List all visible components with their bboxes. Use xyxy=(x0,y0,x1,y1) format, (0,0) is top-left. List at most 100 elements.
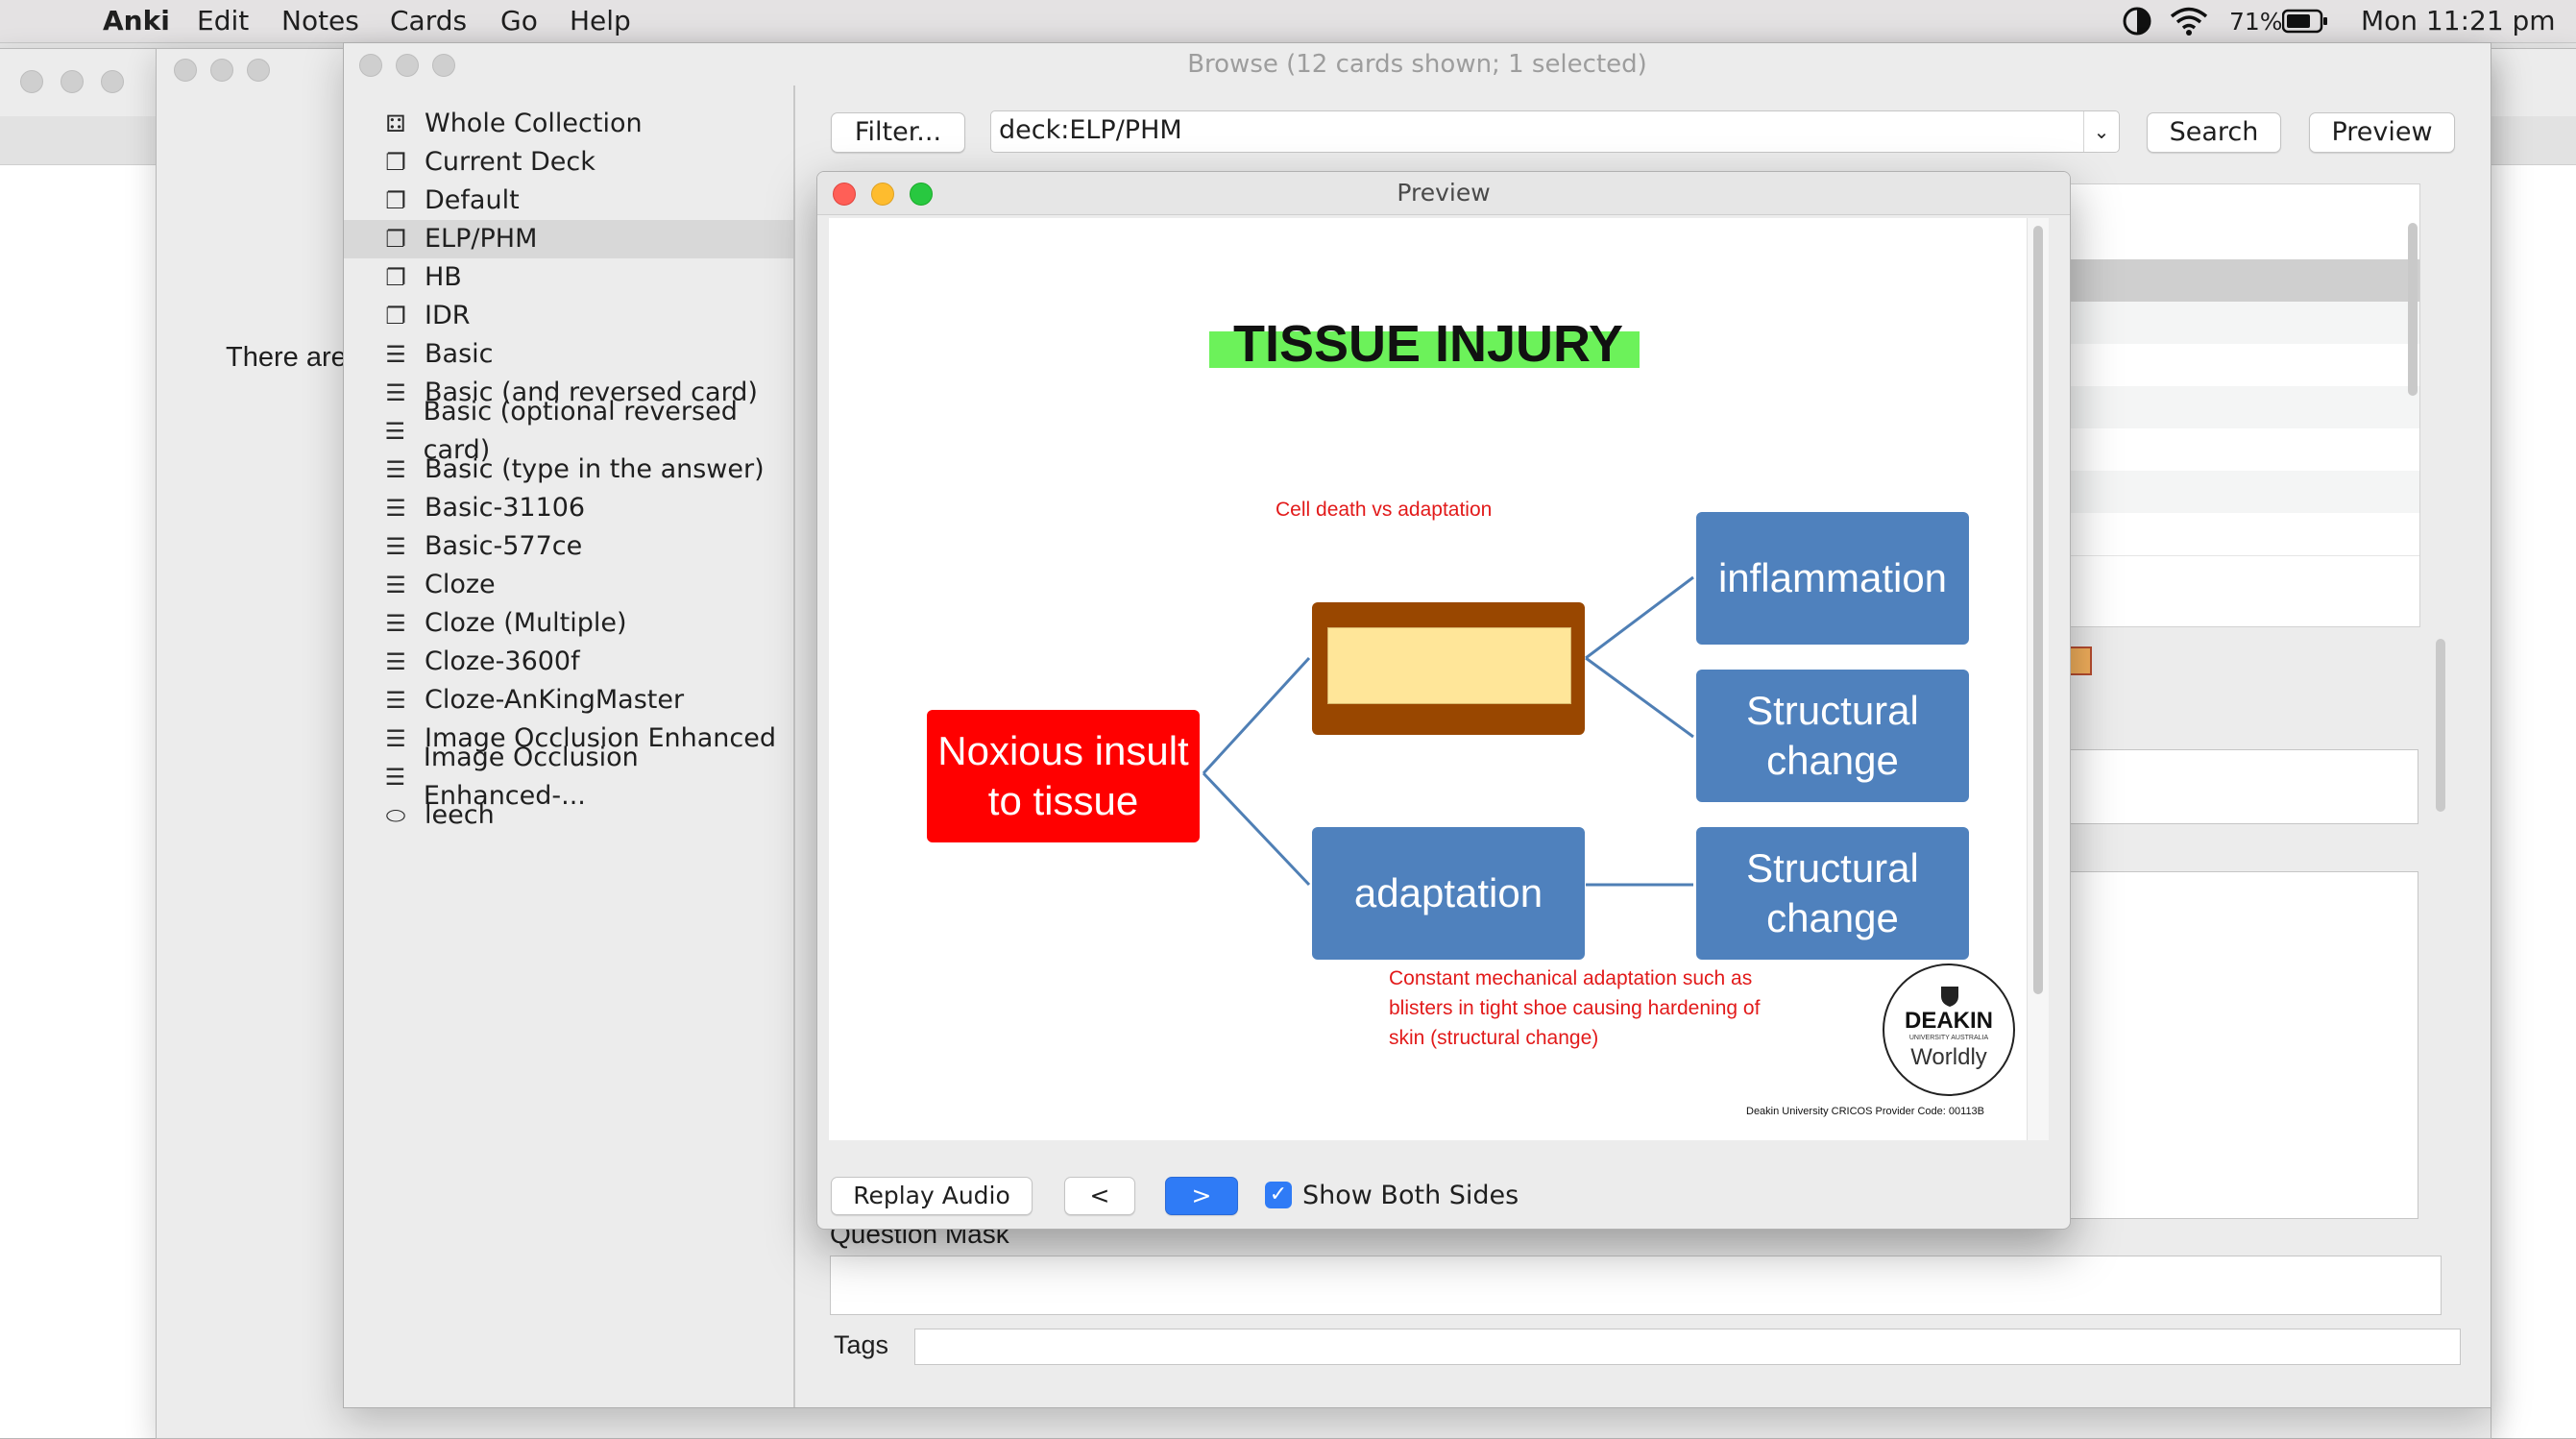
sidebar-item[interactable]: ❐IDR xyxy=(344,297,793,335)
overview-text: There are xyxy=(226,342,347,373)
sidebar-item[interactable]: ☰Basic-577ce xyxy=(344,527,793,566)
menu-help[interactable]: Help xyxy=(570,5,631,37)
note-type-icon: ☰ xyxy=(385,495,406,522)
note-type-icon: ☰ xyxy=(385,456,406,483)
overview-zoom-button[interactable] xyxy=(247,59,270,82)
main-zoom-button[interactable] xyxy=(101,70,124,93)
deakin-logo-name: DEAKIN xyxy=(1904,1008,1993,1034)
sidebar-item-label: Whole Collection xyxy=(425,109,643,138)
note-type-icon: ☰ xyxy=(385,725,406,752)
sidebar-item[interactable]: ❐ ELP/PHM xyxy=(344,220,793,258)
menu-app-anki[interactable]: Anki xyxy=(103,5,170,37)
sidebar-item-label: Basic-577ce xyxy=(425,531,583,561)
main-minimize-button[interactable] xyxy=(61,70,84,93)
deck-icon: ❐ xyxy=(385,187,406,214)
browse-minimize-button[interactable] xyxy=(396,54,419,77)
preview-title: Preview xyxy=(817,172,2070,215)
occlusion-mask[interactable] xyxy=(1327,627,1571,704)
note-type-icon: ☰ xyxy=(385,610,406,637)
note-type-icon: ☰ xyxy=(385,572,406,598)
deck-icon: ❐ xyxy=(385,264,406,291)
deck-icon: ❐ xyxy=(385,226,406,253)
menu-edit[interactable]: Edit xyxy=(197,5,250,37)
sidebar-item-label: Image Occlusion Enhanced-... xyxy=(423,743,639,811)
editor-scrollbar[interactable] xyxy=(2434,639,2447,1350)
sidebar-item-label: Cloze (Multiple) xyxy=(425,608,627,638)
sidebar-item[interactable]: ☰Basic (and reversed card) xyxy=(344,374,793,412)
wifi-icon[interactable] xyxy=(2169,6,2209,43)
previous-card-button[interactable]: < xyxy=(1064,1177,1135,1215)
tags-input[interactable] xyxy=(914,1329,2461,1365)
card-heading: TISSUE INJURY xyxy=(1232,315,1624,373)
menu-bar: Anki Edit Notes Cards Go Help 71% Mon 11… xyxy=(0,0,2576,43)
search-input-value: deck:ELP/PHM xyxy=(999,115,1182,145)
next-card-button[interactable]: > xyxy=(1165,1177,1238,1215)
card-scrollbar[interactable] xyxy=(2027,218,2049,1140)
sidebar-item[interactable]: ☰ Basic-31106 xyxy=(344,489,793,527)
sidebar-item-label: Cloze xyxy=(425,570,496,599)
browse-sidebar: ⚃Whole Collection❐Current Deck ❐ Default ❐ E… xyxy=(344,85,795,1407)
menu-go[interactable]: Go xyxy=(500,5,538,37)
sidebar-item[interactable]: ☰ Basic (type in the answer) xyxy=(344,451,793,489)
filter-button[interactable]: Filter... xyxy=(831,112,965,153)
show-both-sides-checkbox[interactable]: ✓ xyxy=(1265,1182,1292,1208)
note-type-icon: ☰ xyxy=(385,341,406,368)
preview-button[interactable]: Preview xyxy=(2309,112,2455,153)
sidebar-item[interactable]: ☰Image Occlusion Enhanced-... xyxy=(344,743,793,811)
menu-notes[interactable]: Notes xyxy=(281,5,359,37)
sidebar-item[interactable]: ❐Current Deck xyxy=(344,143,793,182)
browse-zoom-button[interactable] xyxy=(432,54,455,77)
preview-card: TISSUE INJURY Cell death vs adaptation N… xyxy=(829,218,2049,1140)
sidebar-item[interactable]: ❐HB xyxy=(344,258,793,297)
main-close-button[interactable] xyxy=(20,70,43,93)
occluded-node[interactable] xyxy=(1312,602,1585,735)
overview-close-button[interactable] xyxy=(174,59,197,82)
sidebar-item-label: Cloze-AnKingMaster xyxy=(425,685,685,715)
preview-minimize-button[interactable] xyxy=(871,183,894,206)
browse-close-button[interactable] xyxy=(359,54,382,77)
sidebar-item-label: Cloze-3600f xyxy=(425,646,580,676)
deakin-crest-icon xyxy=(1941,987,1958,1007)
dark-mode-icon[interactable] xyxy=(2122,6,2152,43)
sidebar-item[interactable]: ☰ Cloze xyxy=(344,566,793,604)
sidebar-item[interactable]: ☰Image Occlusion Enhanced xyxy=(344,720,793,758)
sidebar-item[interactable]: ☰ Basic xyxy=(344,335,793,374)
show-both-sides-label[interactable]: Show Both Sides xyxy=(1302,1181,1519,1210)
tag-icon: ⬭ xyxy=(385,802,406,829)
note-type-icon: ☰ xyxy=(385,648,406,675)
preview-close-button[interactable] xyxy=(833,183,856,206)
search-input[interactable]: deck:ELP/PHM ⌄ xyxy=(990,110,2120,153)
sidebar-item[interactable]: ❐ Default xyxy=(344,182,793,220)
heading-highlight xyxy=(1209,331,1640,368)
card-list-scrollbar[interactable] xyxy=(2406,223,2419,569)
sidebar-item-label: ELP/PHM xyxy=(425,224,538,254)
diagram-connectors xyxy=(1202,575,1694,887)
sidebar-item[interactable]: ☰Basic (optional reversed card) xyxy=(344,397,793,465)
sidebar-item[interactable]: ☰ Cloze (Multiple) xyxy=(344,604,793,643)
sidebar-item-label: Default xyxy=(425,185,520,215)
node-structural-change-top: Structural change xyxy=(1696,670,1969,802)
node-inflammation: inflammation xyxy=(1696,512,1969,645)
menu-cards[interactable]: Cards xyxy=(390,5,468,37)
search-history-dropdown-icon[interactable]: ⌄ xyxy=(2083,111,2119,152)
note-type-icon: ☰ xyxy=(384,418,406,445)
search-button[interactable]: Search xyxy=(2147,112,2281,153)
sidebar-item[interactable]: ☰Cloze-AnKingMaster xyxy=(344,681,793,720)
battery-icon[interactable] xyxy=(2281,9,2328,40)
replay-audio-button[interactable]: Replay Audio xyxy=(831,1177,1033,1215)
sidebar-item[interactable]: ⬭leech xyxy=(344,796,793,835)
sidebar-item-label: Basic-31106 xyxy=(425,493,586,523)
sidebar-item[interactable]: ⚃Whole Collection xyxy=(344,105,793,143)
clock: Mon 11:21 pm xyxy=(2361,5,2556,37)
node-structural-change-bottom: Structural change xyxy=(1696,827,1969,960)
sidebar-item[interactable]: ☰ Cloze-3600f xyxy=(344,643,793,681)
question-mask-field[interactable] xyxy=(830,1256,2442,1315)
sidebar-item-label: Basic (type in the answer) xyxy=(425,454,765,484)
preview-zoom-button[interactable] xyxy=(910,183,933,206)
node-adaptation: adaptation xyxy=(1312,827,1585,960)
sidebar-item-label: Basic xyxy=(425,339,494,369)
card-subtitle: Cell death vs adaptation xyxy=(1276,499,1493,521)
deck-icon: ❐ xyxy=(385,303,406,329)
preview-dialog: Preview TISSUE INJURY Cell death vs adap… xyxy=(816,171,2071,1230)
overview-minimize-button[interactable] xyxy=(210,59,233,82)
